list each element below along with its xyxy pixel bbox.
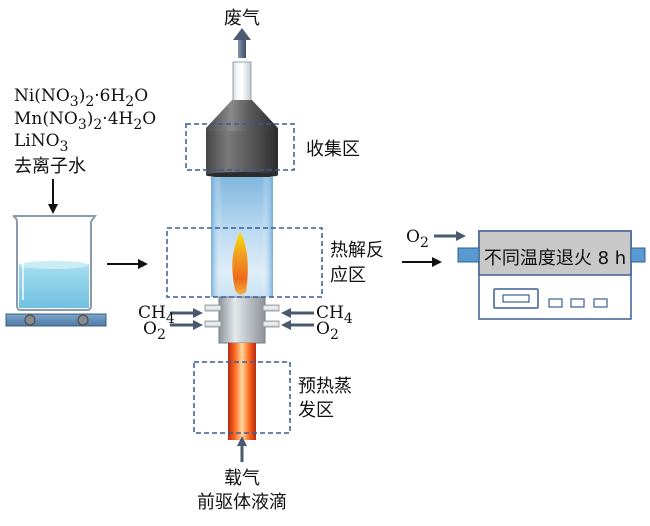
nozzle-left-bottom [204,320,222,328]
nozzle-right-bottom [262,320,280,328]
reactor [204,61,280,440]
o2-label-right: O2 [316,319,339,343]
furnace-port-left [457,247,480,263]
furnace-button-2 [570,298,585,308]
nozzle-left-top [204,304,222,312]
furnace-button-1 [548,298,563,308]
reagent-ni-nitrate: Ni(NO3)2·6H2O [14,86,148,110]
furnace-display-screen [502,294,530,303]
deionized-water-label: 去离子水 [14,156,86,177]
liquid-surface [19,261,89,269]
flame [232,232,248,295]
stand-foot-right [77,314,89,326]
ch4-label-right: CH4 [316,303,353,327]
pyrolysis-zone-label-line2: 应区 [330,265,366,286]
beaker [12,215,97,311]
collection-zone-label: 收集区 [306,139,360,160]
carrier-gas-label: 载气 [224,468,260,489]
beaker-stand [5,313,107,327]
exhaust-arrow [233,28,251,58]
nozzle-right-top [262,304,280,312]
exhaust-label: 废气 [224,8,260,29]
gas-arrows-left [170,308,203,330]
furnace-button-3 [593,298,608,308]
carrier-gas-arrow [237,436,247,462]
stand-foot-left [24,314,36,326]
reagent-li-nitrate: LiNO3 [14,131,68,155]
beaker-glass [12,215,97,311]
preheat-tube [228,343,256,440]
precursor-droplets-label: 前驱体液滴 [197,492,287,513]
o2-furnace-label: O2 [406,227,429,251]
furnace-port-right [630,247,646,263]
reagent-mn-nitrate: Mn(NO3)2·4H2O [14,109,156,133]
furnace-label: 不同温度退火 8 h [484,248,626,269]
collector-cone [206,100,278,132]
gas-arrows-right [281,308,314,330]
exhaust-outlet-tube [232,61,252,103]
o2-furnace-arrow [434,231,466,241]
collector-body [206,131,278,175]
collection-zone-box [185,123,295,171]
ch4-label-left: CH4 [138,303,175,327]
o2-label-left: O2 [143,319,166,343]
beaker-liquid [19,264,89,308]
preheat-zone-label-line1: 预热蒸 [298,376,352,397]
pyrolysis-zone-label-line1: 热解反 [330,240,384,261]
preheat-zone-box [193,361,291,434]
furnace-display [493,288,539,309]
gas-inlet-connector [218,296,266,344]
annealing-furnace: 不同温度退火 8 h [457,230,646,320]
preheat-zone-label-line2: 发区 [298,400,334,421]
